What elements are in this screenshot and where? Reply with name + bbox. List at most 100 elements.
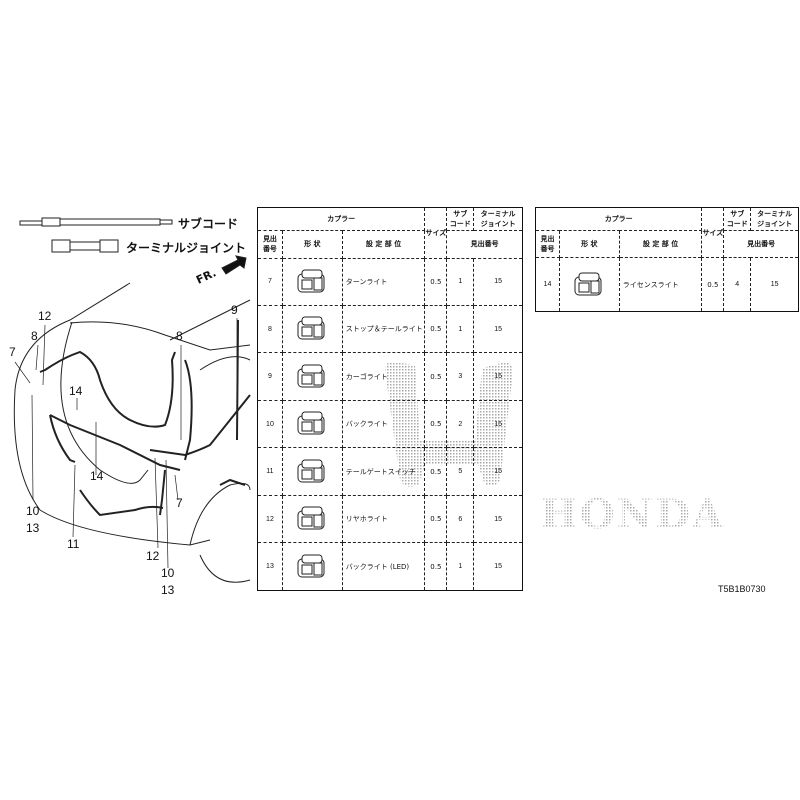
terminal-joint-number: 15 xyxy=(473,399,523,449)
header-shape: 形 状 xyxy=(558,230,620,259)
index-number: 13 xyxy=(257,542,283,591)
location-text: バックライト xyxy=(341,399,426,449)
size-value: 0.5 xyxy=(424,494,448,544)
callout-label: 8 xyxy=(176,329,183,343)
callout-label: 12 xyxy=(146,549,160,563)
index-number: 7 xyxy=(257,257,283,307)
header-location: 設 定 部 位 xyxy=(341,230,426,259)
leader-lines xyxy=(14,318,238,569)
connector-shape xyxy=(281,494,343,544)
connector-shape xyxy=(281,257,343,307)
location-text: リヤホライト xyxy=(341,494,426,544)
header-sub: サブ xyxy=(730,210,745,219)
connector-icon xyxy=(297,506,325,530)
header-index-1: 見出 xyxy=(262,235,277,244)
sub-cord-number: 1 xyxy=(446,304,475,354)
header-terminal-joint: ターミナルジョイント xyxy=(473,206,523,232)
callout-label: 14 xyxy=(69,384,83,398)
callout-label: 9 xyxy=(231,303,238,317)
header-joint: ジョイント xyxy=(480,220,516,229)
callout-label: 13 xyxy=(26,521,40,535)
header-terminal: ターミナル xyxy=(757,210,793,219)
header-index: 見出番号 xyxy=(257,230,283,259)
header-location: 設 定 部 位 xyxy=(618,230,703,259)
size-value: 0.5 xyxy=(424,447,448,496)
header-cord: コード xyxy=(449,220,471,229)
callout-label: 7 xyxy=(176,496,183,510)
index-number: 11 xyxy=(257,447,283,496)
header-sub: サブ xyxy=(453,210,468,219)
size-value: 0.5 xyxy=(424,542,448,591)
location-text: ターンライト xyxy=(341,257,426,307)
index-number: 12 xyxy=(257,494,283,544)
header-joint: ジョイント xyxy=(757,220,793,229)
terminal-joint-number: 15 xyxy=(473,352,523,401)
header-index: 見出番号 xyxy=(535,230,560,259)
connector-shape xyxy=(281,352,343,401)
size-value: 0.5 xyxy=(424,304,448,354)
connector-shape xyxy=(281,304,343,354)
header-size: サイズ xyxy=(701,206,725,259)
sub-cord-legend: サブコード xyxy=(178,217,239,231)
connector-icon xyxy=(297,269,325,293)
header-cord: コード xyxy=(726,220,748,229)
header-terminal-joint: ターミナルジョイント xyxy=(750,206,799,232)
connector-shape xyxy=(281,542,343,591)
coupler-table-left: カプラー サイズ サブコード ターミナルジョイント 見出番号 形 状 設 定 部… xyxy=(256,206,523,591)
header-terminal: ターミナル xyxy=(480,210,516,219)
terminal-joint-number: 15 xyxy=(750,257,799,312)
callout-label: 13 xyxy=(161,583,175,597)
location-text: テールゲートスイッチ xyxy=(341,447,426,496)
callout-label: 11 xyxy=(67,537,80,551)
header-index-2: 番号 xyxy=(262,245,277,254)
coupler-table-right: カプラー サイズ サブコード ターミナルジョイント 見出番号 形 状 設 定 部… xyxy=(534,206,799,312)
connector-icon xyxy=(297,554,325,578)
terminal-joint-legend: ターミナルジョイント xyxy=(126,241,247,255)
terminal-joint-number: 15 xyxy=(473,257,523,307)
connector-shape xyxy=(281,447,343,496)
size-value: 0.5 xyxy=(424,352,448,401)
location-text: ストップ＆テールライト xyxy=(341,304,426,354)
connector-icon xyxy=(297,364,325,388)
connector-icon xyxy=(297,411,325,435)
terminal-joint-number: 15 xyxy=(473,447,523,496)
header-index-1: 見出 xyxy=(540,235,555,244)
sub-cord-icon xyxy=(19,217,173,227)
index-number: 14 xyxy=(535,257,560,312)
header-index-2: 番号 xyxy=(540,245,555,254)
index-number: 9 xyxy=(257,352,283,401)
sub-cord-number: 1 xyxy=(446,257,475,307)
callout-label: 7 xyxy=(9,345,16,359)
connector-shape xyxy=(558,257,620,312)
car-body-outline xyxy=(13,282,251,583)
callout-label: 8 xyxy=(31,329,38,343)
header-size: サイズ xyxy=(424,207,448,259)
header-shape: 形 状 xyxy=(281,230,343,259)
sub-cord-number: 1 xyxy=(446,542,475,591)
header-coupler: カプラー xyxy=(256,206,426,232)
callout-label: 12 xyxy=(38,309,52,323)
header-coupler: カプラー xyxy=(534,206,703,232)
index-number: 10 xyxy=(257,399,283,449)
location-text: ライセンスライト xyxy=(618,257,703,312)
sub-cord-number: 5 xyxy=(446,447,475,496)
size-value: 0.5 xyxy=(701,257,725,312)
header-ref-no: 見出番号 xyxy=(723,230,799,259)
callout-label: 10 xyxy=(26,504,40,518)
sub-cord-number: 2 xyxy=(446,399,475,449)
index-number: 8 xyxy=(257,304,283,354)
connector-icon xyxy=(297,459,325,483)
connector-icon xyxy=(297,316,325,340)
callout-label: 14 xyxy=(90,469,104,483)
sub-cord-number: 6 xyxy=(446,494,475,544)
location-text: カーゴライト xyxy=(341,352,426,401)
location-text: バックライト (LED) xyxy=(341,542,426,591)
